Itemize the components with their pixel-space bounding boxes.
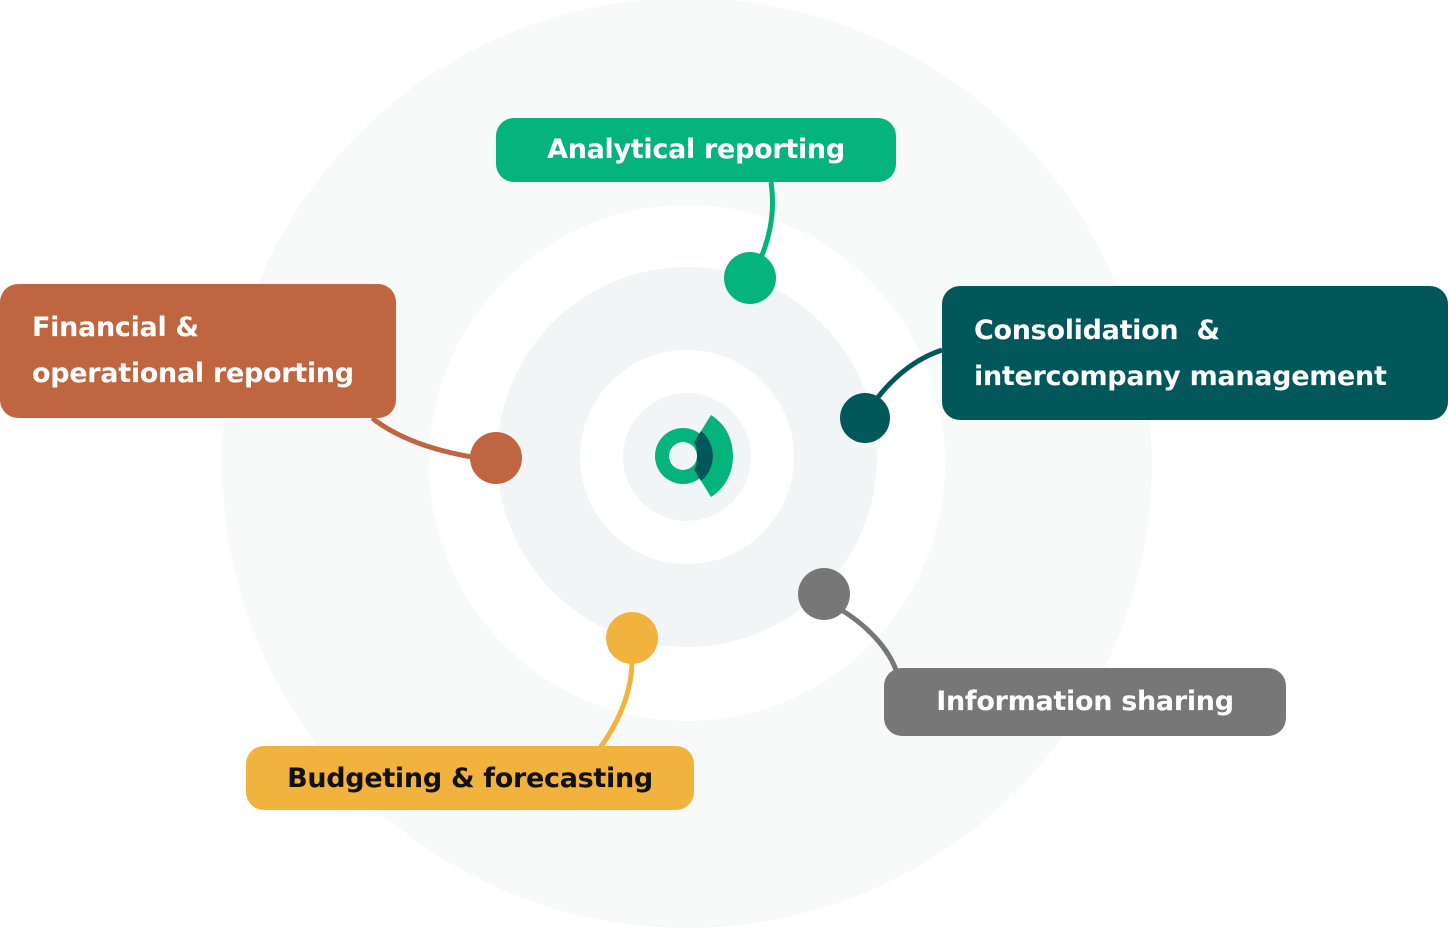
node-budgeting-forecasting[interactable]: Budgeting & forecasting [246, 746, 694, 810]
node-dot-consolidation [840, 393, 890, 443]
connector-info [836, 605, 899, 671]
node-label-line-1: Financial & [32, 312, 199, 343]
connector-financial [370, 416, 479, 461]
node-label-line-1: Consolidation & [974, 315, 1220, 346]
node-information-sharing[interactable]: Information sharing [884, 668, 1286, 736]
node-label-line-2: intercompany management [974, 361, 1387, 392]
node-dot-budget [606, 612, 658, 664]
node-label: Analytical reporting [547, 134, 845, 165]
logo-icon [655, 415, 733, 497]
node-label-line-2: operational reporting [32, 358, 354, 389]
node-financial-operational-reporting[interactable]: Financial & operational reporting [0, 284, 396, 418]
connector-budget [597, 659, 635, 750]
node-label: Budgeting & forecasting [287, 763, 653, 794]
node-dot-financial [470, 432, 522, 484]
node-consolidation-intercompany[interactable]: Consolidation & intercompany management [942, 286, 1448, 420]
node-analytical-reporting[interactable]: Analytical reporting [496, 118, 896, 182]
node-dot-analytical [724, 252, 776, 304]
node-label: Information sharing [936, 686, 1234, 717]
node-dot-info [798, 568, 850, 620]
